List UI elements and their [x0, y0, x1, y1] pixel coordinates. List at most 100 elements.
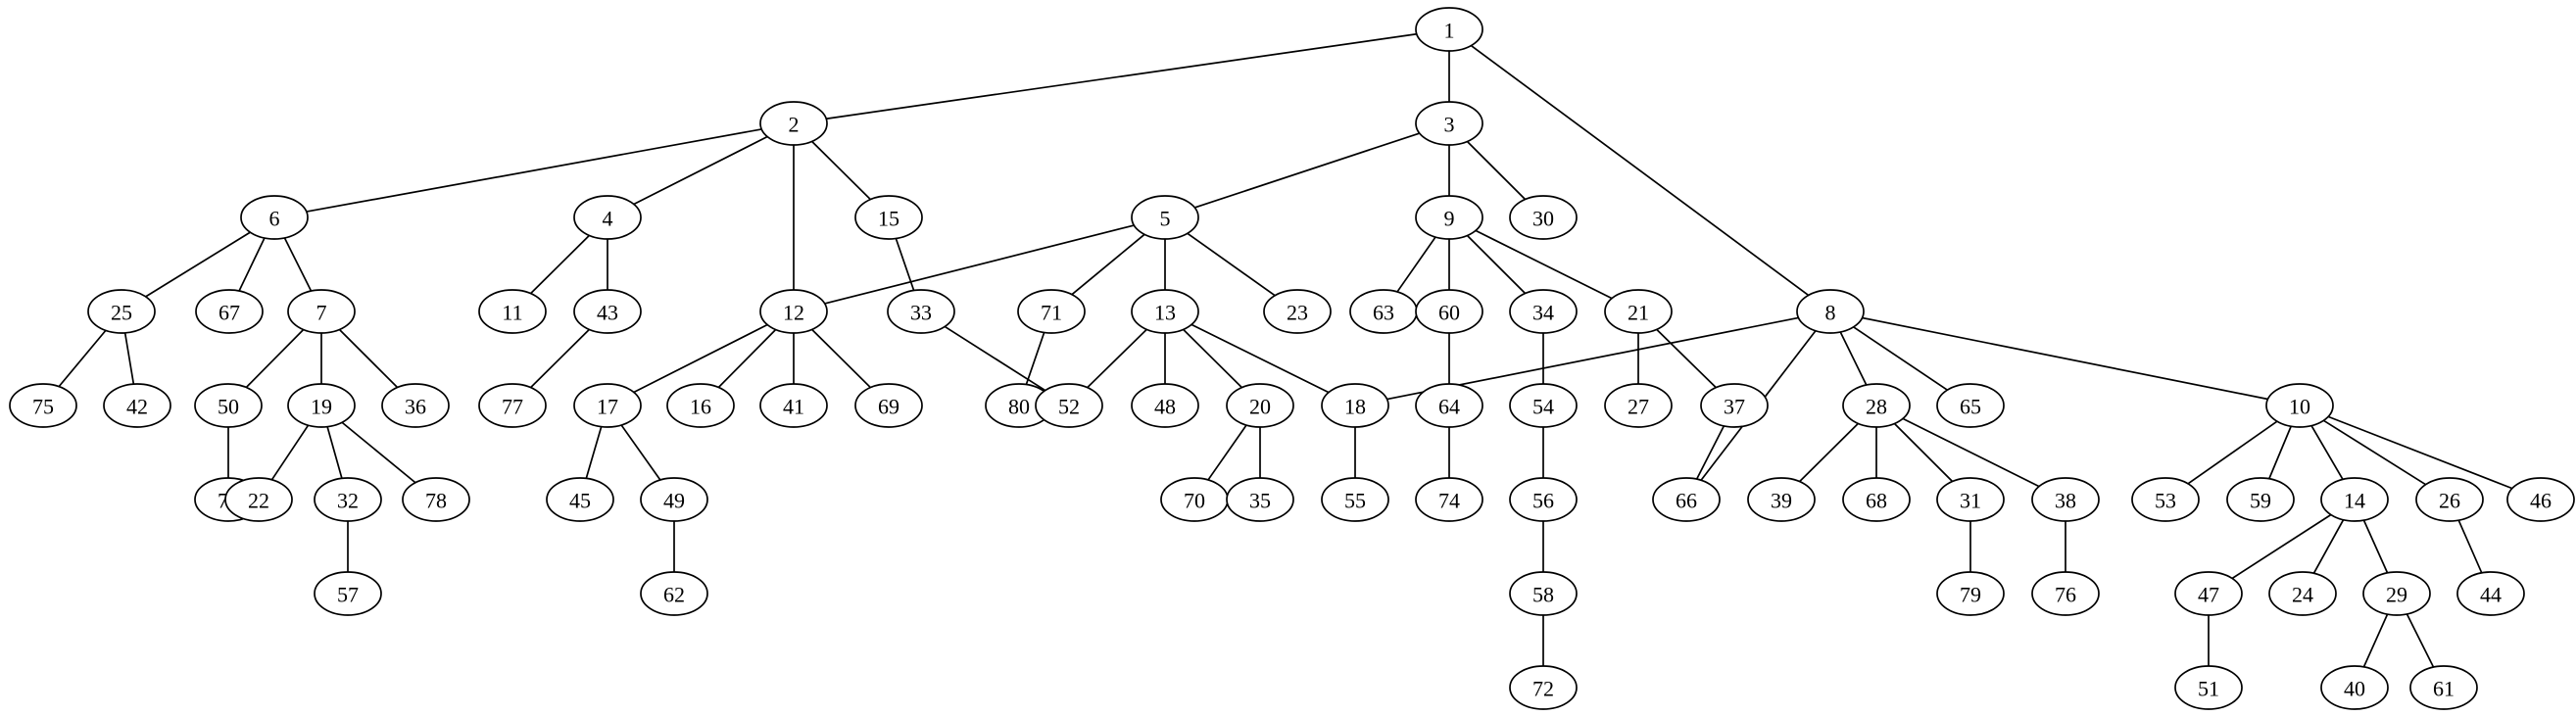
node-ellipse: [759, 383, 828, 428]
node-label: 28: [1866, 395, 1887, 419]
node-ellipse: [2415, 477, 2484, 522]
edge-19-22: [270, 424, 310, 481]
node-46: 46: [2506, 477, 2575, 522]
node-label: 61: [2433, 677, 2454, 701]
edge-13-52: [1087, 328, 1147, 389]
node-label: 40: [2344, 677, 2365, 701]
node-label: 67: [219, 301, 240, 325]
node-label: 66: [1676, 489, 1697, 513]
node-65: 65: [1936, 383, 2005, 428]
node-34: 34: [1509, 289, 1578, 334]
node-label: 57: [337, 583, 359, 607]
edge-6-67: [238, 237, 266, 292]
node-ellipse: [287, 383, 356, 428]
node-ellipse: [2362, 571, 2431, 616]
node-27: 27: [1604, 383, 1673, 428]
edge-10-46: [2327, 415, 2513, 490]
node-ellipse: [1796, 289, 1865, 334]
node-label: 62: [663, 583, 685, 607]
node-label: 45: [569, 489, 591, 513]
node-label: 78: [425, 489, 447, 513]
node-21: 21: [1604, 289, 1673, 334]
edge-7-50: [245, 328, 305, 389]
edge-20-70: [1207, 424, 1247, 481]
node-ellipse: [478, 289, 547, 334]
node-label: 34: [1532, 301, 1554, 325]
node-label: 59: [2250, 489, 2271, 513]
node-ellipse: [640, 571, 708, 616]
edge-26-44: [2457, 519, 2483, 574]
node-label: 5: [1160, 207, 1171, 231]
node-ellipse: [759, 101, 828, 146]
node-57: 57: [314, 571, 382, 616]
node-77: 77: [478, 383, 547, 428]
node-label: 63: [1373, 301, 1394, 325]
node-11: 11: [478, 289, 547, 334]
node-ellipse: [478, 383, 547, 428]
node-label: 4: [603, 207, 613, 231]
node-ellipse: [1415, 383, 1483, 428]
node-label: 2: [789, 113, 800, 137]
node-ellipse: [9, 383, 77, 428]
node-79: 79: [1936, 571, 2005, 616]
edge-9-34: [1466, 234, 1527, 295]
node-ellipse: [2268, 571, 2337, 616]
node-ellipse: [1131, 195, 1199, 240]
node-3: 3: [1415, 101, 1483, 146]
node-label: 76: [2055, 583, 2076, 607]
node-ellipse: [1936, 477, 2005, 522]
node-label: 43: [597, 301, 618, 325]
node-69: 69: [854, 383, 923, 428]
node-label: 65: [1960, 395, 1981, 419]
node-4: 4: [573, 195, 642, 240]
node-label: 64: [1438, 395, 1460, 419]
node-label: 77: [502, 395, 523, 419]
edge-4-11: [530, 234, 590, 295]
node-54: 54: [1509, 383, 1578, 428]
node-label: 21: [1628, 301, 1649, 325]
node-15: 15: [854, 195, 923, 240]
node-label: 42: [126, 395, 148, 419]
node-55: 55: [1321, 477, 1389, 522]
node-ellipse: [2506, 477, 2575, 522]
node-10: 10: [2265, 383, 2334, 428]
node-label: 29: [2386, 583, 2407, 607]
edge-5-23: [1187, 232, 1276, 297]
node-ellipse: [2320, 665, 2389, 710]
node-label: 74: [1438, 489, 1460, 513]
node-ellipse: [1700, 383, 1769, 428]
node-42: 42: [103, 383, 171, 428]
node-label: 54: [1532, 395, 1554, 419]
node-ellipse: [1321, 383, 1389, 428]
edge-29-61: [2406, 613, 2435, 668]
edge-3-5: [1194, 132, 1420, 209]
node-label: 47: [2198, 583, 2219, 607]
node-label: 37: [1724, 395, 1745, 419]
node-label: 25: [111, 301, 132, 325]
edge-17-45: [585, 426, 603, 479]
node-63: 63: [1349, 289, 1418, 334]
edge-12-17: [633, 323, 768, 394]
node-ellipse: [1604, 383, 1673, 428]
node-label: 12: [783, 301, 804, 325]
node-ellipse: [1226, 477, 1294, 522]
edge-28-38: [1902, 417, 2040, 488]
node-78: 78: [402, 477, 470, 522]
node-ellipse: [2031, 571, 2100, 616]
edge-10-59: [2268, 425, 2292, 480]
node-ellipse: [1035, 383, 1103, 428]
node-5: 5: [1131, 195, 1199, 240]
node-label: 44: [2480, 583, 2502, 607]
node-label: 32: [337, 489, 359, 513]
node-ellipse: [1509, 289, 1578, 334]
node-8: 8: [1796, 289, 1865, 334]
node-label: 23: [1287, 301, 1308, 325]
node-ellipse: [2031, 477, 2100, 522]
node-ellipse: [2174, 571, 2243, 616]
node-label: 20: [1249, 395, 1271, 419]
node-ellipse: [1936, 571, 2005, 616]
edge-2-4: [633, 135, 768, 206]
node-44: 44: [2456, 571, 2525, 616]
edge-3-30: [1466, 140, 1527, 201]
